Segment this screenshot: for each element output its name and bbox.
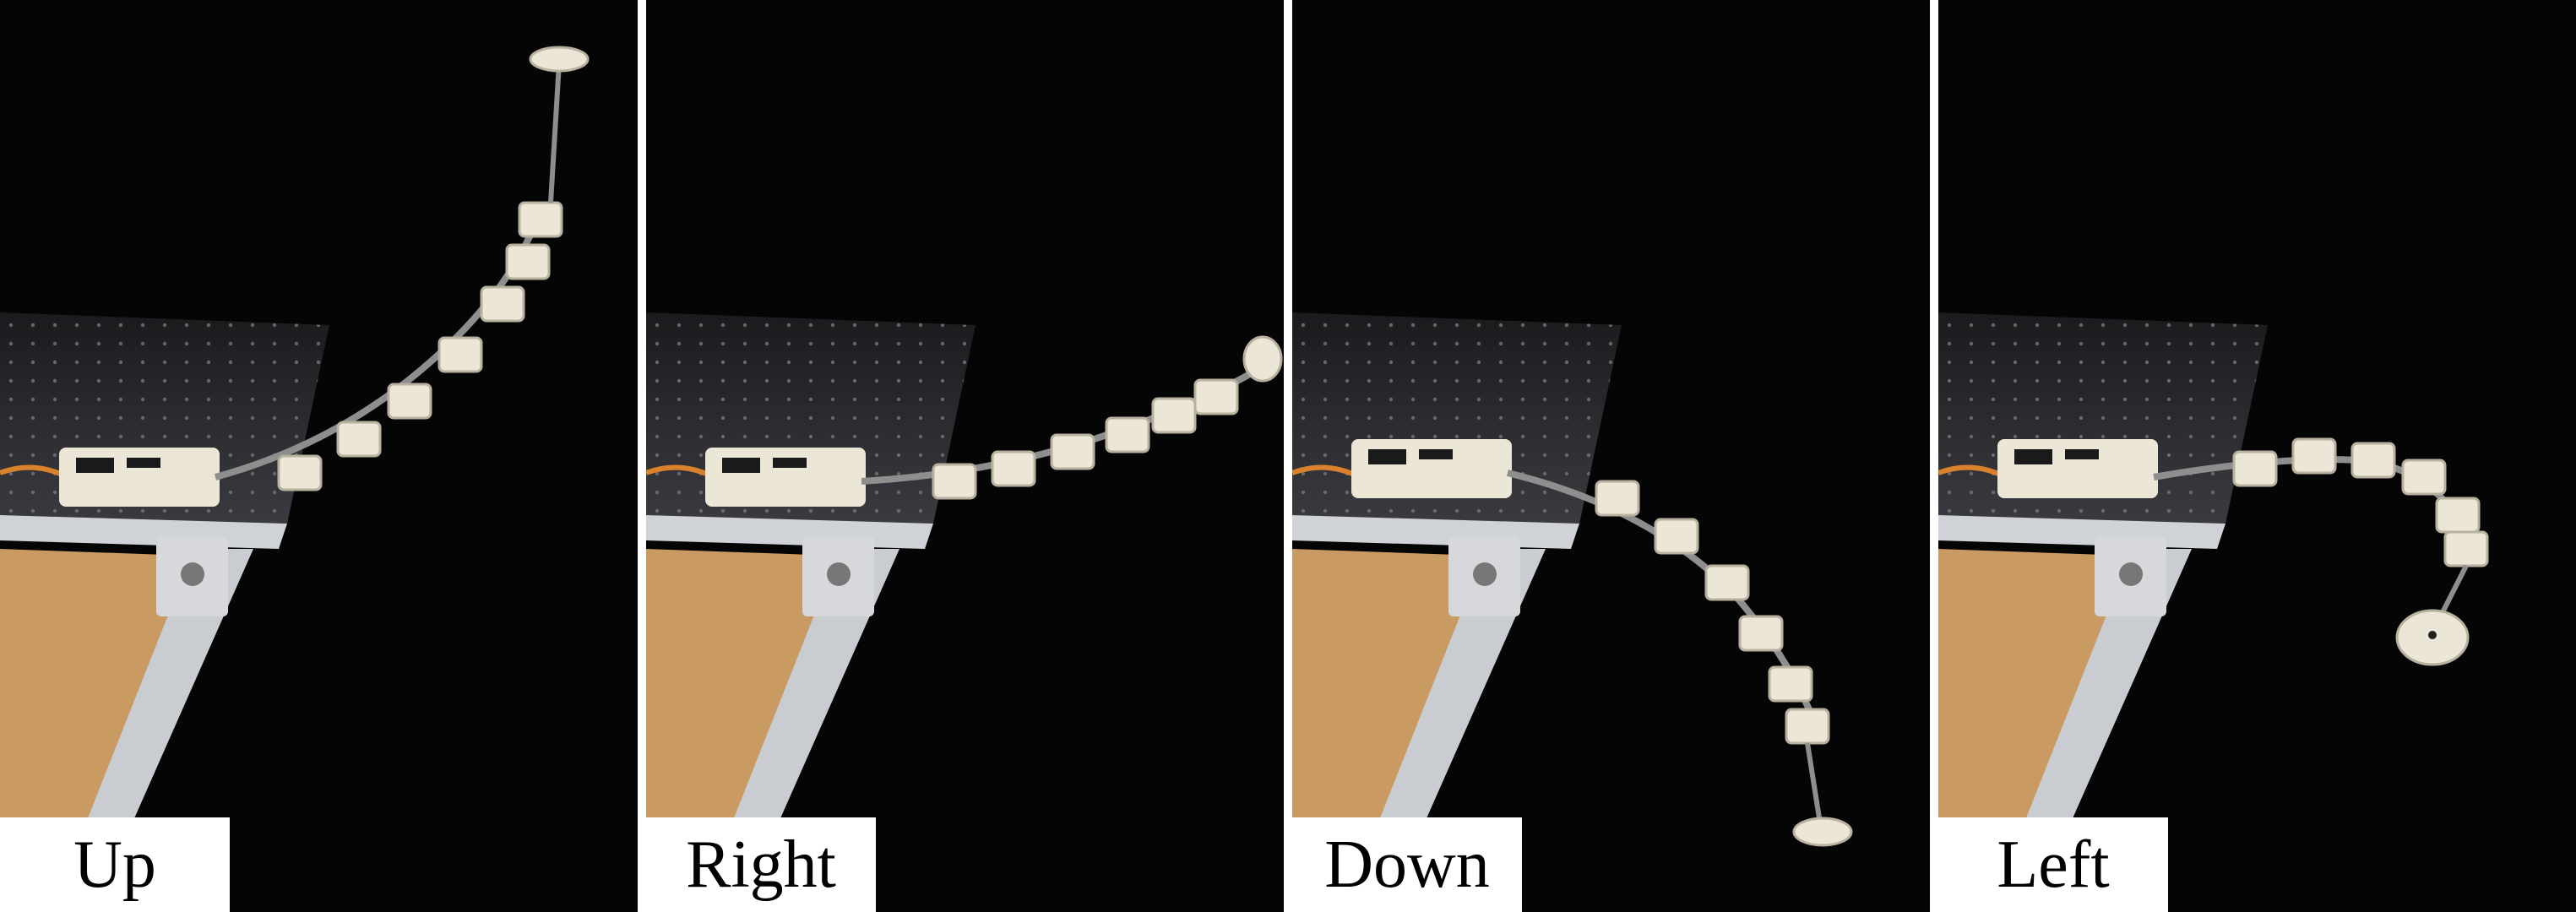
end-effector-disc [1242, 335, 1283, 383]
label-right: Right [686, 828, 836, 902]
continuum-arm [2153, 437, 2489, 567]
actuator-box [1351, 439, 1512, 498]
tip-rod [548, 62, 562, 204]
label-box-right: Right [646, 817, 876, 912]
actuator-box [705, 448, 866, 507]
photo-up [0, 0, 638, 912]
panel-left: Left [1938, 0, 2576, 912]
continuum-arm [214, 201, 563, 491]
label-box-left: Left [1938, 817, 2168, 912]
label-box-up: Up [0, 817, 230, 912]
label-down: Down [1324, 828, 1490, 902]
panel-right: Right [646, 0, 1284, 912]
panel-up: Up [0, 0, 638, 912]
actuator-box [1997, 439, 2158, 498]
continuum-arm [861, 368, 1257, 500]
actuator-box [59, 448, 220, 507]
label-up: Up [73, 828, 156, 902]
photo-right [646, 0, 1284, 912]
panel-down: Down [1292, 0, 1930, 912]
end-effector-disc [529, 46, 590, 73]
label-left: Left [1997, 828, 2110, 902]
end-effector-disc [1792, 817, 1853, 847]
continuum-arm [1507, 470, 1830, 745]
photo-down [1292, 0, 1930, 912]
label-box-down: Down [1292, 817, 1522, 912]
photo-left [1938, 0, 2576, 912]
tip-rod [1805, 742, 1823, 824]
